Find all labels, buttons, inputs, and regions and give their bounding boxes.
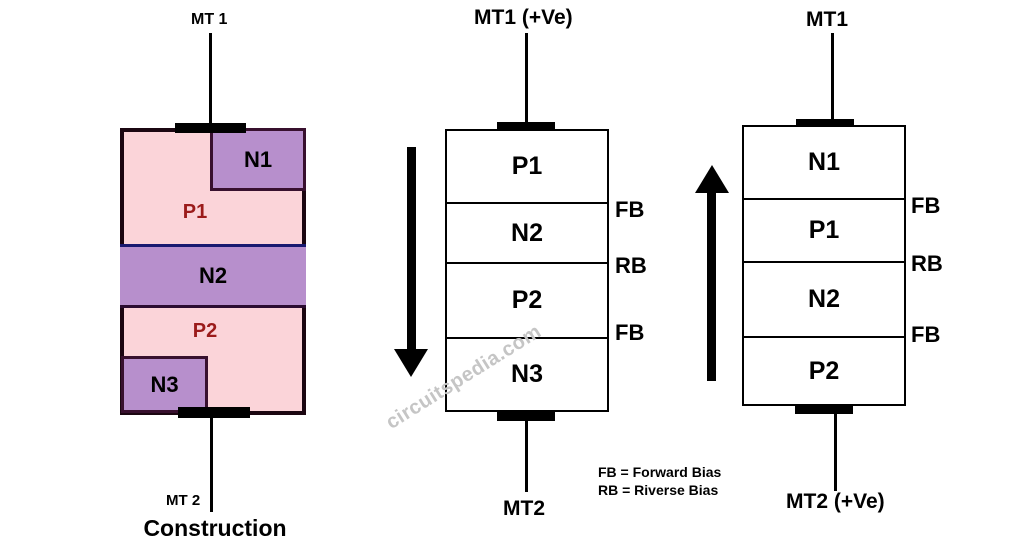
mode1-layer-stack: P1 N2 P2 N3	[445, 129, 609, 412]
current-direction-up-arrow-head	[695, 165, 729, 193]
construction-region-p2-label: P2	[192, 320, 218, 342]
mode1-junction3-label: FB	[615, 320, 645, 345]
mode1-layer-p2: P2	[447, 262, 607, 337]
mode2-junction3-label: FB	[911, 322, 941, 347]
construction-mt1-lead-line	[209, 33, 212, 125]
mode2-layer-p1: P1	[744, 198, 904, 261]
mode1-layer-n3: N3	[447, 337, 607, 410]
mode1-junction2-label: RB	[615, 253, 647, 278]
construction-region-n1: N1	[210, 128, 306, 191]
construction-top-electrode-bar	[175, 123, 246, 133]
construction-region-n3: N3	[121, 356, 208, 413]
current-direction-up-arrow-shaft	[707, 191, 716, 381]
mode1-bottom-electrode-bar	[497, 412, 555, 421]
legend-rb-definition: RB = Riverse Bias	[598, 482, 719, 498]
current-direction-down-arrow-shaft	[407, 147, 416, 349]
region-n2-label: N2	[198, 263, 228, 288]
mode1-layer-p1: P1	[511, 152, 543, 180]
mode2-mt1-lead-line	[831, 33, 834, 120]
region-n1-label: N1	[243, 146, 273, 172]
region-n3-label: N3	[150, 371, 179, 397]
mode2-junction1-label: FB	[911, 193, 941, 218]
mode2-layer-p2: P2	[744, 336, 904, 404]
construction-mt2-label: MT 2	[166, 492, 201, 509]
mode2-mt1-label: MT1	[806, 8, 848, 31]
mode2-top-electrode-bar	[796, 119, 854, 128]
mode2-bottom-electrode-bar	[795, 405, 853, 414]
construction-bottom-electrode-bar	[178, 407, 250, 418]
mode2-junction2-label: RB	[911, 251, 943, 276]
mode2-mt2-label: MT2 (+Ve)	[786, 490, 885, 513]
mode1-mt1-label: MT1 (+Ve)	[474, 6, 573, 29]
mode2-layer-n2: N2	[744, 261, 904, 336]
construction-region-n2: N2	[120, 244, 306, 308]
mode2-mt2-lead-line	[834, 414, 837, 491]
construction-mt1-label: MT 1	[191, 11, 228, 28]
mode1-mt2-label: MT2	[503, 497, 545, 520]
construction-region-p1-label: P1	[182, 201, 208, 223]
mode2-layer-n1: N1	[808, 148, 840, 176]
legend-fb-definition: FB = Forward Bias	[598, 464, 722, 480]
construction-caption: Construction	[143, 515, 287, 541]
mode1-junction1-label: FB	[615, 197, 645, 222]
mode1-layer-n2: N2	[447, 202, 607, 262]
construction-mt2-lead-line	[210, 418, 213, 512]
mode2-layer-stack: N1 P1 N2 P2	[742, 125, 906, 406]
mode1-mt1-lead-line	[525, 33, 528, 123]
mode1-top-electrode-bar	[497, 122, 555, 131]
current-direction-down-arrow-head	[394, 349, 428, 377]
mode1-mt2-lead-line	[525, 421, 528, 492]
